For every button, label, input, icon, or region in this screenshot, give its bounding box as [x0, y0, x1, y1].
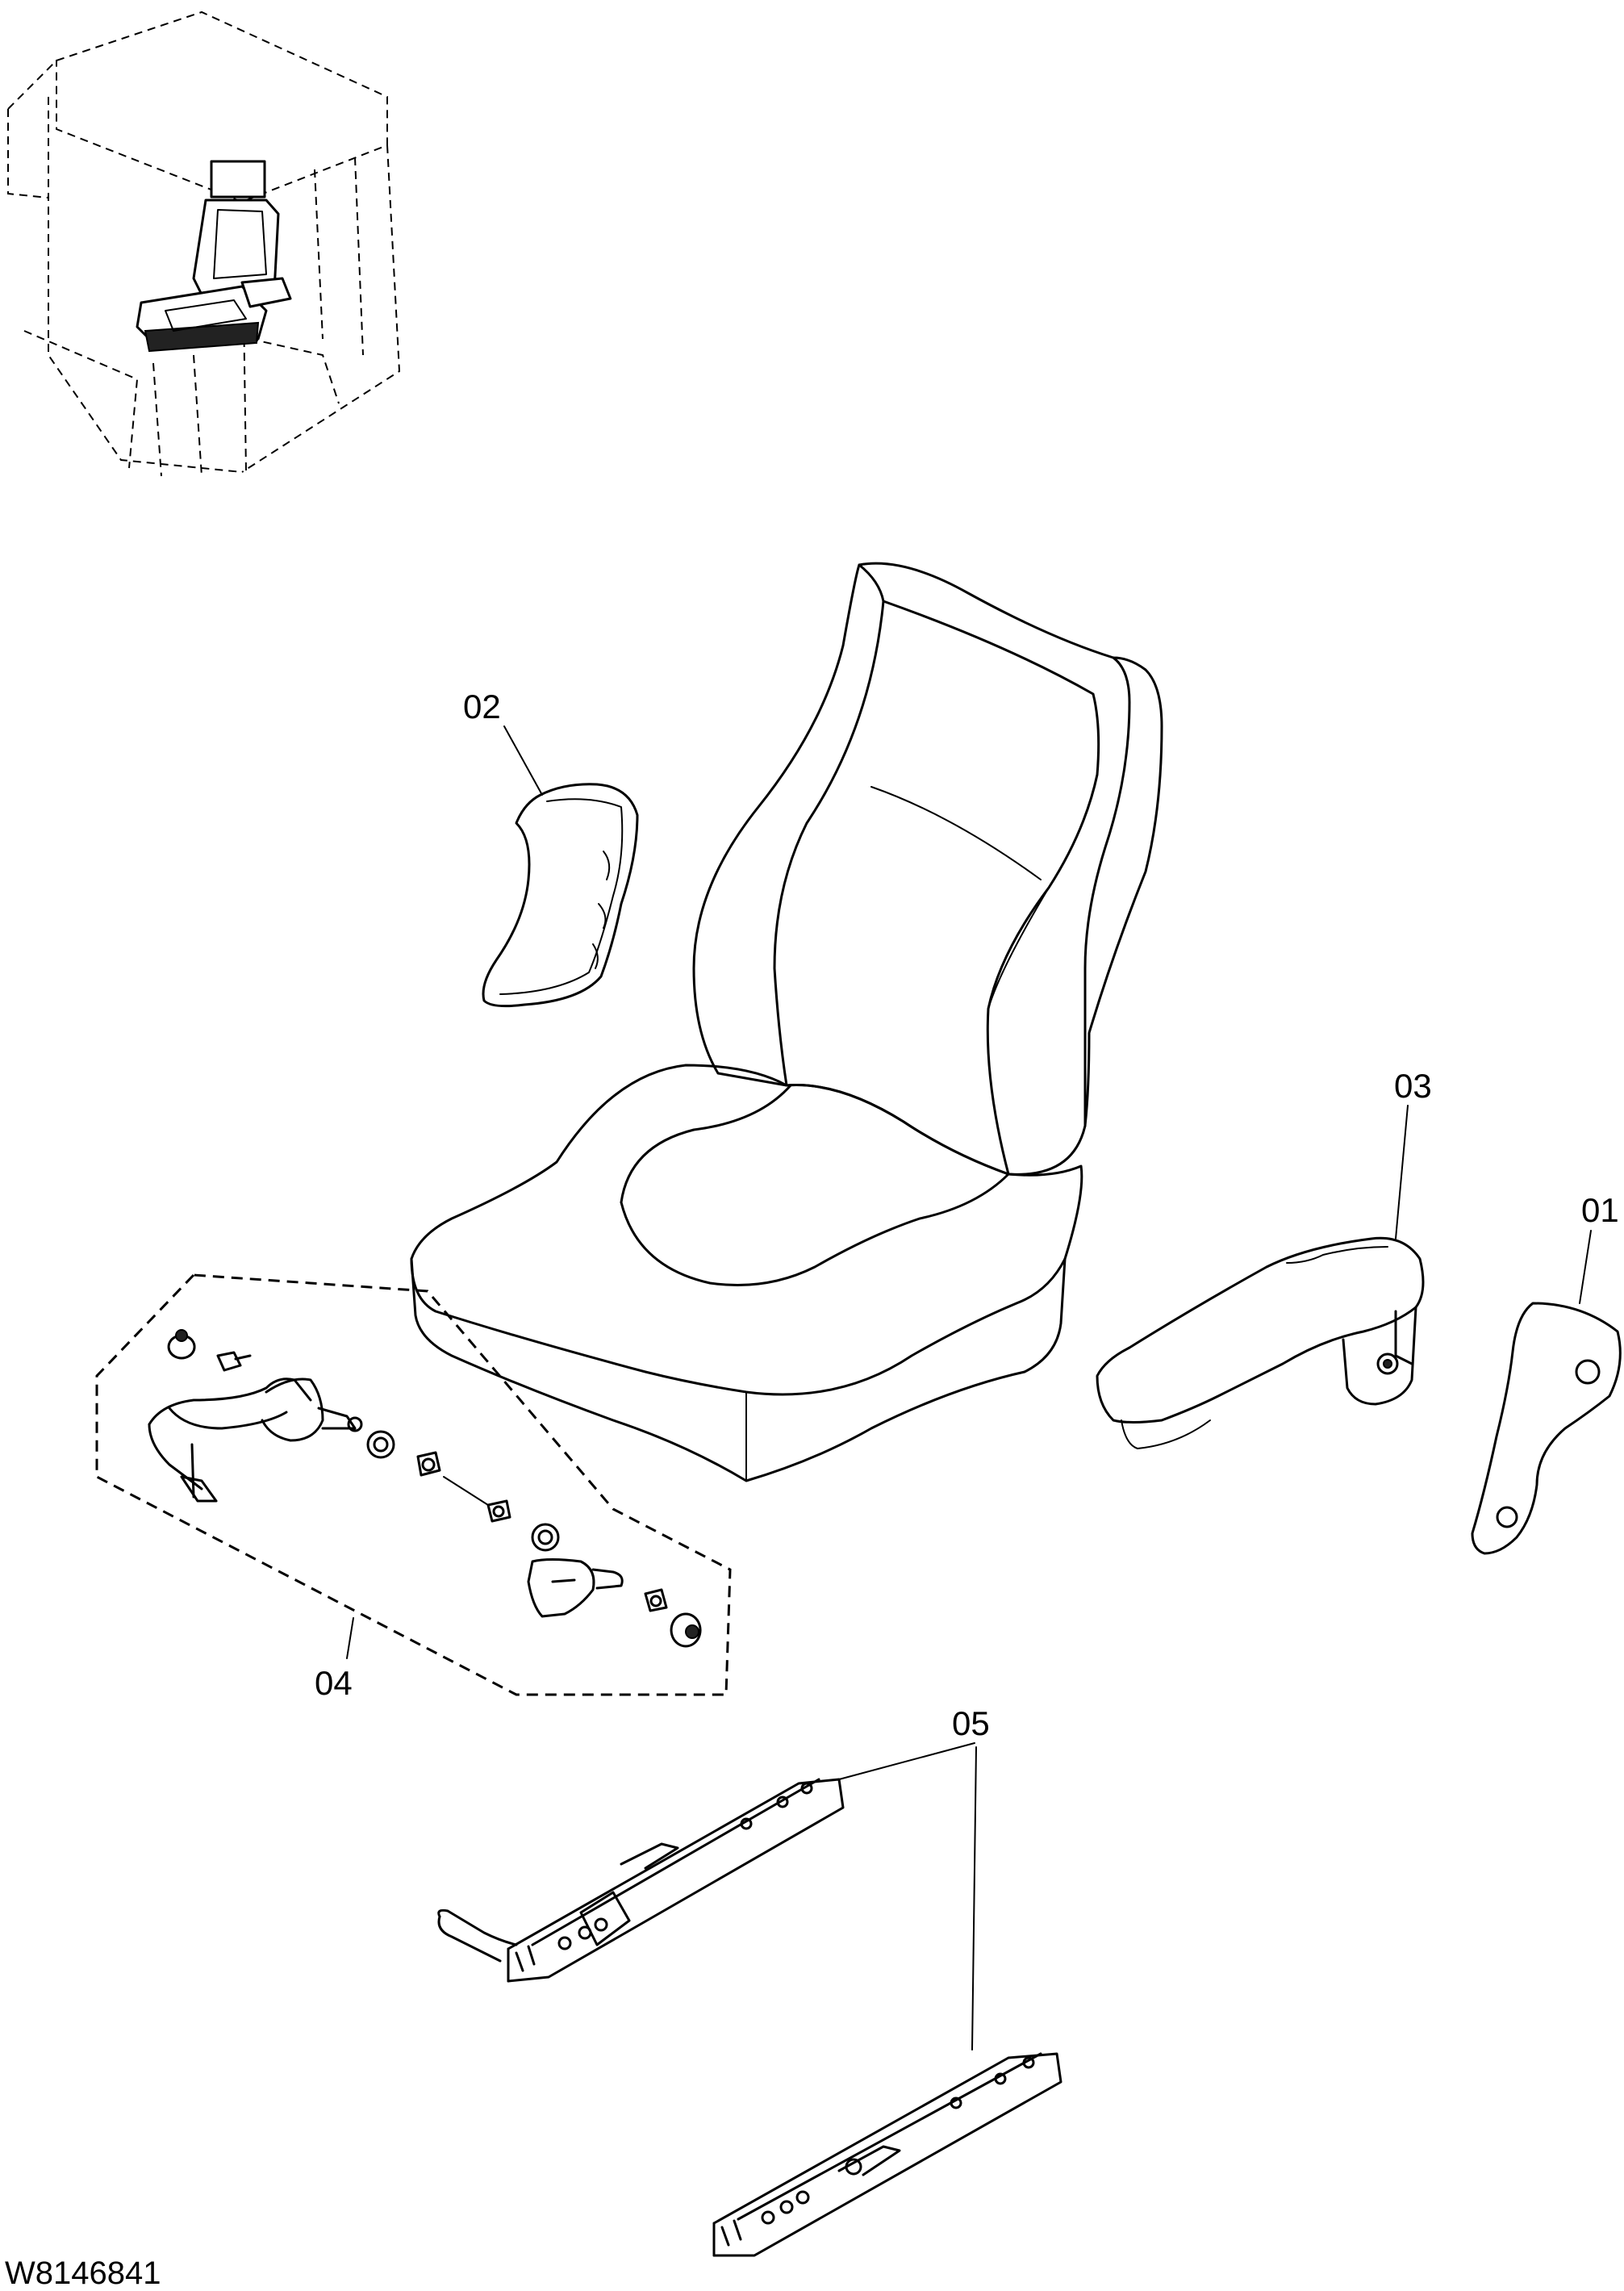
mini-seat	[136, 160, 292, 353]
callout-05: 05	[952, 1704, 990, 1742]
part-02-side-panel: 02	[463, 688, 639, 1008]
leader-05-lower	[971, 1746, 977, 2051]
callout-02: 02	[463, 688, 501, 725]
seat-assembly	[410, 562, 1163, 1482]
leader-05-upper	[838, 1742, 975, 1780]
seat-cushion	[410, 1064, 1083, 1396]
part-04-seat-belt-kit: 04	[95, 1273, 732, 1702]
callout-04: 04	[315, 1664, 353, 1702]
part-05-seat-rails: 05	[437, 1704, 1062, 2257]
kit-boundary	[95, 1273, 732, 1696]
part-01-cover-plate: 01	[1471, 1191, 1622, 1555]
cab-location-thumbnail	[7, 10, 401, 477]
leader-03	[1395, 1105, 1409, 1240]
seat-backrest	[692, 562, 1163, 1176]
part-03-armrest: 03	[1096, 1067, 1432, 1449]
callout-03: 03	[1394, 1067, 1432, 1105]
leader-04	[346, 1617, 354, 1659]
callout-01: 01	[1581, 1191, 1619, 1229]
leader-01	[1579, 1230, 1592, 1304]
leader-02	[503, 725, 543, 796]
drawing-number: W8146841	[5, 2255, 161, 2291]
